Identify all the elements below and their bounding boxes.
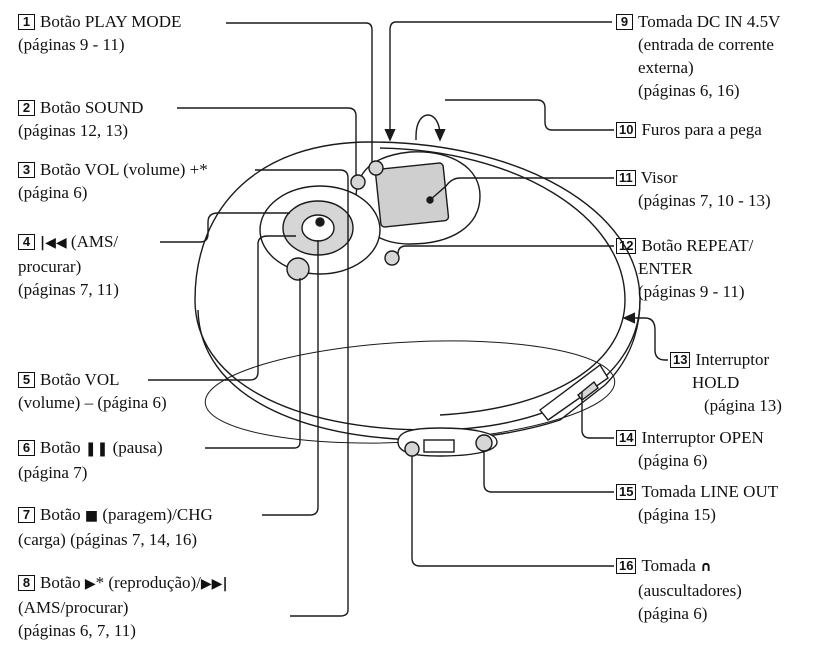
- callout-number: 8: [18, 575, 35, 591]
- label-text: Furos para a pega: [641, 120, 762, 139]
- label-text: (página 6): [638, 451, 708, 470]
- label-text: (páginas 9 - 11): [18, 35, 125, 54]
- headphones-icon: ∩: [700, 559, 712, 575]
- label-text: ENTER: [638, 259, 693, 278]
- label-text: Visor: [640, 168, 678, 187]
- label-text: Botão SOUND: [40, 98, 144, 117]
- callout-number: 10: [616, 122, 637, 138]
- label-text: Tomada DC IN 4.5V: [638, 12, 781, 31]
- label-text: (AMS/procurar): [18, 598, 129, 617]
- label-text: (AMS/: [70, 232, 119, 251]
- callout-number: 9: [616, 14, 633, 30]
- label-text: Botão PLAY MODE: [40, 12, 182, 31]
- label-text: Botão: [40, 573, 81, 592]
- next-track-icon: ▶▶|: [200, 576, 228, 592]
- label-text: (página 13): [704, 396, 782, 415]
- callout-number: 15: [616, 484, 637, 500]
- label-text: (volume) – (página 6): [18, 393, 167, 412]
- label-text: HOLD: [692, 373, 740, 392]
- label-text: Botão: [40, 505, 81, 524]
- callout-number: 13: [670, 352, 691, 368]
- label-text: Interruptor: [695, 350, 770, 369]
- label-text: * (reprodução)/: [95, 573, 201, 592]
- label-1: 1 Botão PLAY MODE (páginas 9 - 11): [18, 10, 181, 56]
- label-text: procurar): [18, 257, 82, 276]
- play-mode-button: [368, 160, 384, 176]
- side-switches: [539, 363, 609, 421]
- label-7: 7 Botão ■ (paragem)/CHG (carga) (páginas …: [18, 503, 213, 551]
- label-text: (páginas 7, 11): [18, 280, 119, 299]
- leader-lines: [148, 21, 668, 617]
- control-ring: [259, 185, 381, 275]
- label-text: Tomada: [641, 556, 696, 575]
- label-text: Tomada LINE OUT: [641, 482, 779, 501]
- callout-number: 14: [616, 430, 637, 446]
- label-text: (página 6): [638, 604, 708, 623]
- sound-button: [350, 174, 366, 190]
- label-4: 4 |◀◀ (AMS/ procurar) (páginas 7, 11): [18, 230, 119, 301]
- callout-number: 1: [18, 14, 35, 30]
- label-6: 6 Botão ❚❚ (pausa) (página 7): [18, 436, 163, 484]
- repeat-enter-button: [384, 250, 400, 266]
- callout-number: 12: [616, 238, 637, 254]
- pause-icon: ❚❚: [84, 441, 109, 457]
- label-text: (páginas 7, 10 - 13): [638, 191, 771, 210]
- label-text: (página 7): [18, 463, 88, 482]
- previous-track-icon: |◀◀: [40, 235, 67, 251]
- jack-panel: [397, 427, 498, 457]
- callout-number: 6: [18, 440, 35, 456]
- label-text: (auscultadores): [638, 581, 742, 600]
- label-text: externa): [638, 58, 694, 77]
- label-text: (página 6): [18, 183, 88, 202]
- label-text: (paragem)/CHG: [102, 505, 213, 524]
- label-text: Botão VOL (volume) +*: [40, 160, 208, 179]
- label-text: Botão VOL: [40, 370, 120, 389]
- stop-icon: ■: [84, 508, 99, 524]
- callout-number: 16: [616, 558, 637, 574]
- label-text: (páginas 12, 13): [18, 121, 129, 140]
- label-text: Interruptor OPEN: [641, 428, 764, 447]
- callout-number: 3: [18, 162, 35, 178]
- label-text: (carga) (páginas 7, 14, 16): [18, 530, 198, 549]
- callout-number: 5: [18, 372, 35, 388]
- callout-number: 4: [18, 234, 35, 250]
- pause-button: [286, 257, 310, 281]
- label-text: (páginas 6, 7, 11): [18, 621, 136, 640]
- label-3: 3 Botão VOL (volume) +* (página 6): [18, 158, 208, 204]
- label-text: Botão REPEAT/: [641, 236, 754, 255]
- label-text: (páginas 6, 16): [638, 81, 740, 100]
- callout-number: 7: [18, 507, 35, 523]
- label-8: 8 Botão ▶* (reprodução)/▶▶| (AMS/procurar…: [18, 571, 228, 642]
- display-window: [355, 151, 481, 245]
- callout-number: 11: [616, 170, 636, 186]
- callout-number: 2: [18, 100, 35, 116]
- label-text: (pausa): [112, 438, 163, 457]
- label-2: 2 Botão SOUND (páginas 12, 13): [18, 96, 143, 142]
- label-text: Botão: [40, 438, 81, 457]
- label-text: (entrada de corrente: [638, 35, 774, 54]
- label-text: (páginas 9 - 11): [638, 282, 745, 301]
- label-text: (página 15): [638, 505, 716, 524]
- play-icon: ▶: [84, 576, 96, 592]
- label-5: 5 Botão VOL (volume) – (página 6): [18, 368, 167, 414]
